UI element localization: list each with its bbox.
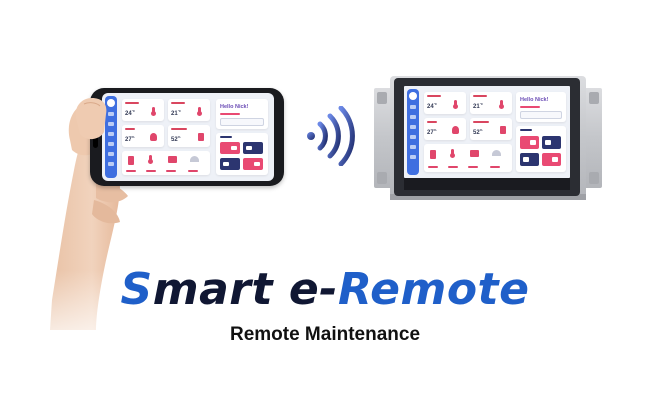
gauge-icon: [500, 126, 506, 134]
greeting-text: Hello Nick!: [220, 104, 249, 110]
greeting-text: Hello Nick!: [520, 97, 549, 103]
reading-value: 21°C: [473, 102, 484, 110]
smartphone: 24°C 21°C 27% 52% Hello Nick!: [90, 88, 284, 186]
thermometer-icon: [148, 155, 153, 164]
greeting-card: Hello Nick!: [516, 92, 566, 122]
thermometer-icon: [450, 149, 455, 158]
user-icon: [108, 152, 114, 156]
toggle-button[interactable]: [243, 158, 263, 170]
humidity-card-2: 52%: [168, 125, 210, 147]
device-row-card: [424, 144, 512, 172]
title-part: Remote: [337, 264, 530, 315]
chart-icon: [108, 142, 114, 146]
wifi-small-icon: [492, 150, 501, 156]
device-row-card: [122, 151, 210, 175]
controls-card: [216, 133, 268, 175]
reading-value: 52%: [171, 135, 181, 143]
dashboard-sidebar: [105, 96, 117, 178]
toggle-button[interactable]: [243, 142, 263, 154]
appliance-icon: [470, 150, 479, 157]
reading-value: 24°C: [125, 109, 136, 117]
fridge-icon: [430, 150, 436, 159]
phone-camera-notch: [93, 126, 98, 148]
wifi-small-icon: [190, 156, 199, 162]
toggle-button[interactable]: [520, 153, 539, 166]
droplet-icon: [452, 126, 459, 134]
search-input[interactable]: [520, 111, 562, 119]
panel-dashboard-screen: 24°C 21°C 27% 52% Hello Nick!: [404, 86, 570, 178]
toggle-button[interactable]: [520, 136, 539, 149]
humidity-card-1: 27%: [122, 125, 164, 147]
droplet-icon: [150, 133, 157, 141]
fridge-icon: [128, 156, 134, 165]
appliance-icon: [168, 156, 177, 163]
title-part: S: [120, 264, 153, 315]
temperature-card-2: 21°C: [168, 99, 210, 121]
hmi-panel: 24°C 21°C 27% 52% Hello Nick!: [372, 76, 604, 200]
logout-icon: [108, 162, 114, 166]
temperature-card-1: 24°C: [424, 92, 466, 114]
thermometer-icon: [151, 107, 156, 116]
humidity-card-2: 52%: [470, 118, 512, 140]
toggle-button[interactable]: [220, 142, 240, 154]
gauge-icon: [198, 133, 204, 141]
settings-icon: [410, 115, 416, 119]
reading-value: 27%: [125, 135, 135, 143]
wifi-signal-icon: [307, 106, 355, 166]
user-icon: [410, 145, 416, 149]
logo-icon: [107, 99, 115, 107]
temperature-card-1: 24°C: [122, 99, 164, 121]
phone-dashboard-screen: 24°C 21°C 27% 52% Hello Nick!: [102, 93, 274, 181]
device-icon: [108, 132, 114, 136]
device-icon: [410, 125, 416, 129]
controls-card: [516, 126, 566, 172]
greeting-card: Hello Nick!: [216, 99, 268, 129]
home-icon: [410, 105, 416, 109]
toggle-button[interactable]: [542, 153, 561, 166]
dashboard-sidebar: [407, 89, 419, 175]
panel-lower-bezel: [404, 178, 570, 190]
temperature-card-2: 21°C: [470, 92, 512, 114]
thermometer-icon: [453, 100, 458, 109]
title-part: mart e-: [152, 264, 338, 315]
reading-value: 21°C: [171, 109, 182, 117]
reading-value: 24°C: [427, 102, 438, 110]
reading-value: 27%: [427, 128, 437, 136]
reading-value: 52%: [473, 128, 483, 136]
product-title: Smart e-Remote: [0, 264, 650, 315]
logo-icon: [409, 92, 417, 100]
toggle-button[interactable]: [542, 136, 561, 149]
humidity-card-1: 27%: [424, 118, 466, 140]
home-icon: [108, 112, 114, 116]
thermometer-icon: [499, 100, 504, 109]
thermometer-icon: [197, 107, 202, 116]
logout-icon: [410, 155, 416, 159]
product-subtitle: Remote Maintenance: [229, 324, 421, 345]
toggle-button[interactable]: [220, 158, 240, 170]
settings-icon: [108, 122, 114, 126]
chart-icon: [410, 135, 416, 139]
search-input[interactable]: [220, 118, 264, 126]
